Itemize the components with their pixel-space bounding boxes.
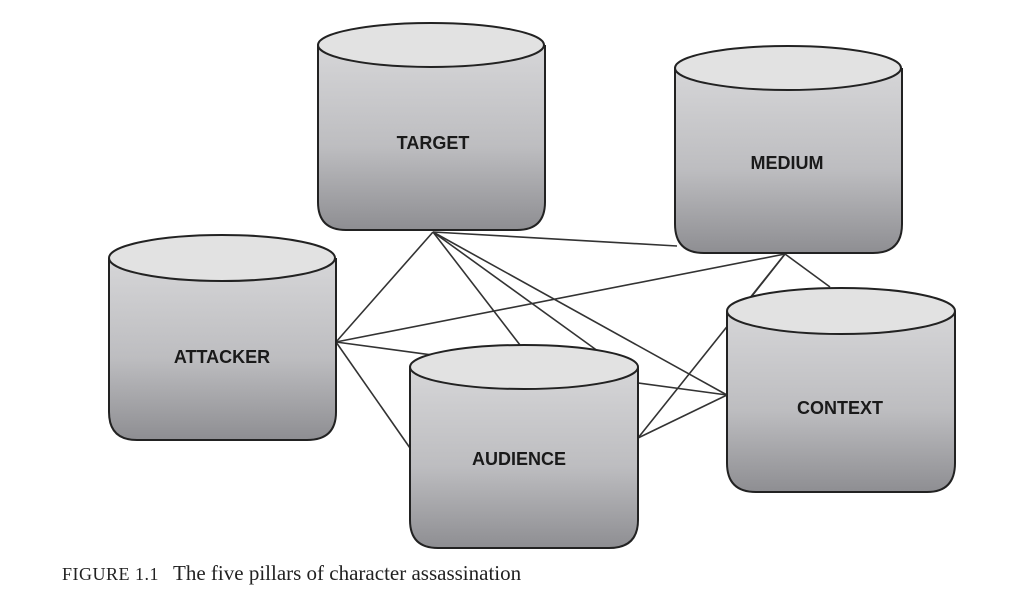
link-target-context — [432, 231, 728, 396]
cylinder-medium: MEDIUM — [674, 45, 903, 254]
link-medium-context — [784, 253, 831, 288]
cylinder-target: TARGET — [317, 22, 546, 231]
link-target-medium — [432, 231, 678, 247]
link-target-attacker — [335, 231, 434, 343]
cylinder-audience: AUDIENCE — [409, 344, 639, 549]
node-label-attacker: ATTACKER — [174, 347, 270, 367]
node-label-audience: AUDIENCE — [472, 449, 566, 469]
link-attacker-medium — [335, 253, 786, 343]
cylinder-attacker: ATTACKER — [108, 234, 337, 441]
link-medium-audience — [637, 253, 786, 439]
link-target-audience-left — [432, 231, 521, 346]
figure-caption: FIGURE 1.1 The five pillars of character … — [62, 561, 521, 586]
node-label-target: TARGET — [397, 133, 470, 153]
node-label-medium: MEDIUM — [751, 153, 824, 173]
link-audience-context — [637, 394, 728, 439]
figure-title: The five pillars of character assassinat… — [173, 561, 522, 585]
link-attacker-audience — [335, 341, 411, 449]
node-label-context: CONTEXT — [797, 398, 883, 418]
cylinder-context: CONTEXT — [726, 287, 956, 493]
figure-number: FIGURE 1.1 — [62, 564, 160, 584]
